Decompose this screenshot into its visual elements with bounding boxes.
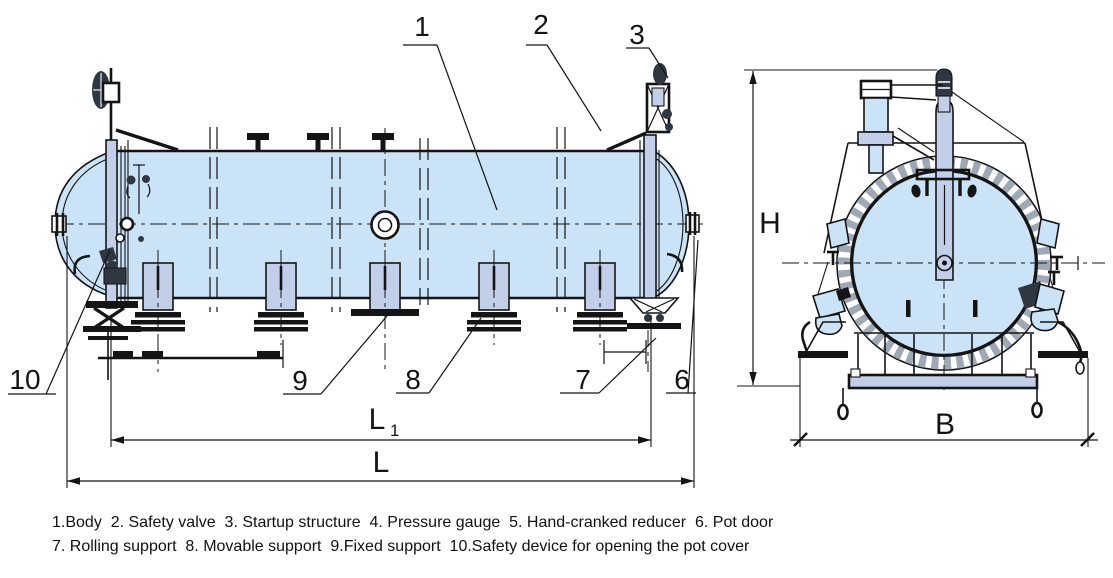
nozzle-icon <box>247 133 269 151</box>
callout-1: 1 <box>414 11 430 42</box>
hanging-hooks <box>837 388 1043 421</box>
callout-10: 10 <box>9 364 40 395</box>
central-locking-bar <box>935 99 954 281</box>
shell-nozzles <box>247 133 394 151</box>
saddle-supports <box>131 250 627 372</box>
roller-mechanism-left <box>801 287 851 353</box>
side-tab-right <box>1036 217 1060 250</box>
anchor-rail <box>98 338 284 372</box>
safety-valve <box>606 131 647 152</box>
movable-support <box>478 250 510 345</box>
callout-2: 2 <box>533 9 549 40</box>
hinge-beam <box>911 168 977 198</box>
safety-device-mechanism <box>51 68 284 380</box>
drain-stub <box>51 213 67 236</box>
startup-structure <box>645 63 673 134</box>
side-view <box>51 63 707 380</box>
end-view: H <box>737 68 1105 447</box>
nozzle-icon <box>372 133 394 151</box>
callout-8: 8 <box>405 364 421 395</box>
dim-label-l: L <box>373 446 390 479</box>
legend-line-2: 7. Rolling support 8. Movable support 9.… <box>52 538 750 555</box>
callouts: 1 2 3 10 9 8 7 6 <box>8 9 699 396</box>
support-column <box>142 250 174 345</box>
fixed-support <box>351 250 419 372</box>
dimension-l: L <box>66 236 695 488</box>
door-pedestal <box>83 301 141 380</box>
support-column <box>584 250 616 345</box>
dimension-l1: L 1 <box>110 315 652 447</box>
legend-line-1: 1.Body 2. Safety valve 3. Startup struct… <box>52 514 774 531</box>
tee-marks <box>827 250 1063 285</box>
reducer-cylinder <box>857 79 1025 174</box>
dimension-b: B <box>790 358 1098 447</box>
callout-3: 3 <box>629 19 645 50</box>
dim-label-l1: L <box>369 403 386 436</box>
rolling-support <box>603 297 681 372</box>
dimension-h: H <box>737 69 937 387</box>
side-tab-left <box>826 217 850 250</box>
pot-door-assembly <box>603 63 700 372</box>
support-column <box>265 250 297 345</box>
callout-7: 7 <box>575 364 591 395</box>
base-frame <box>798 321 1088 421</box>
dim-label-l1-sub: 1 <box>390 421 399 440</box>
callout-9: 9 <box>292 365 308 396</box>
safety-valve-top <box>935 68 953 113</box>
shim-plates <box>131 312 627 332</box>
nozzle-icon <box>307 133 329 151</box>
dim-label-h: H <box>759 207 781 240</box>
callout-6: 6 <box>674 364 690 395</box>
door-flange-stub <box>685 212 700 235</box>
dim-label-b: B <box>935 408 955 441</box>
